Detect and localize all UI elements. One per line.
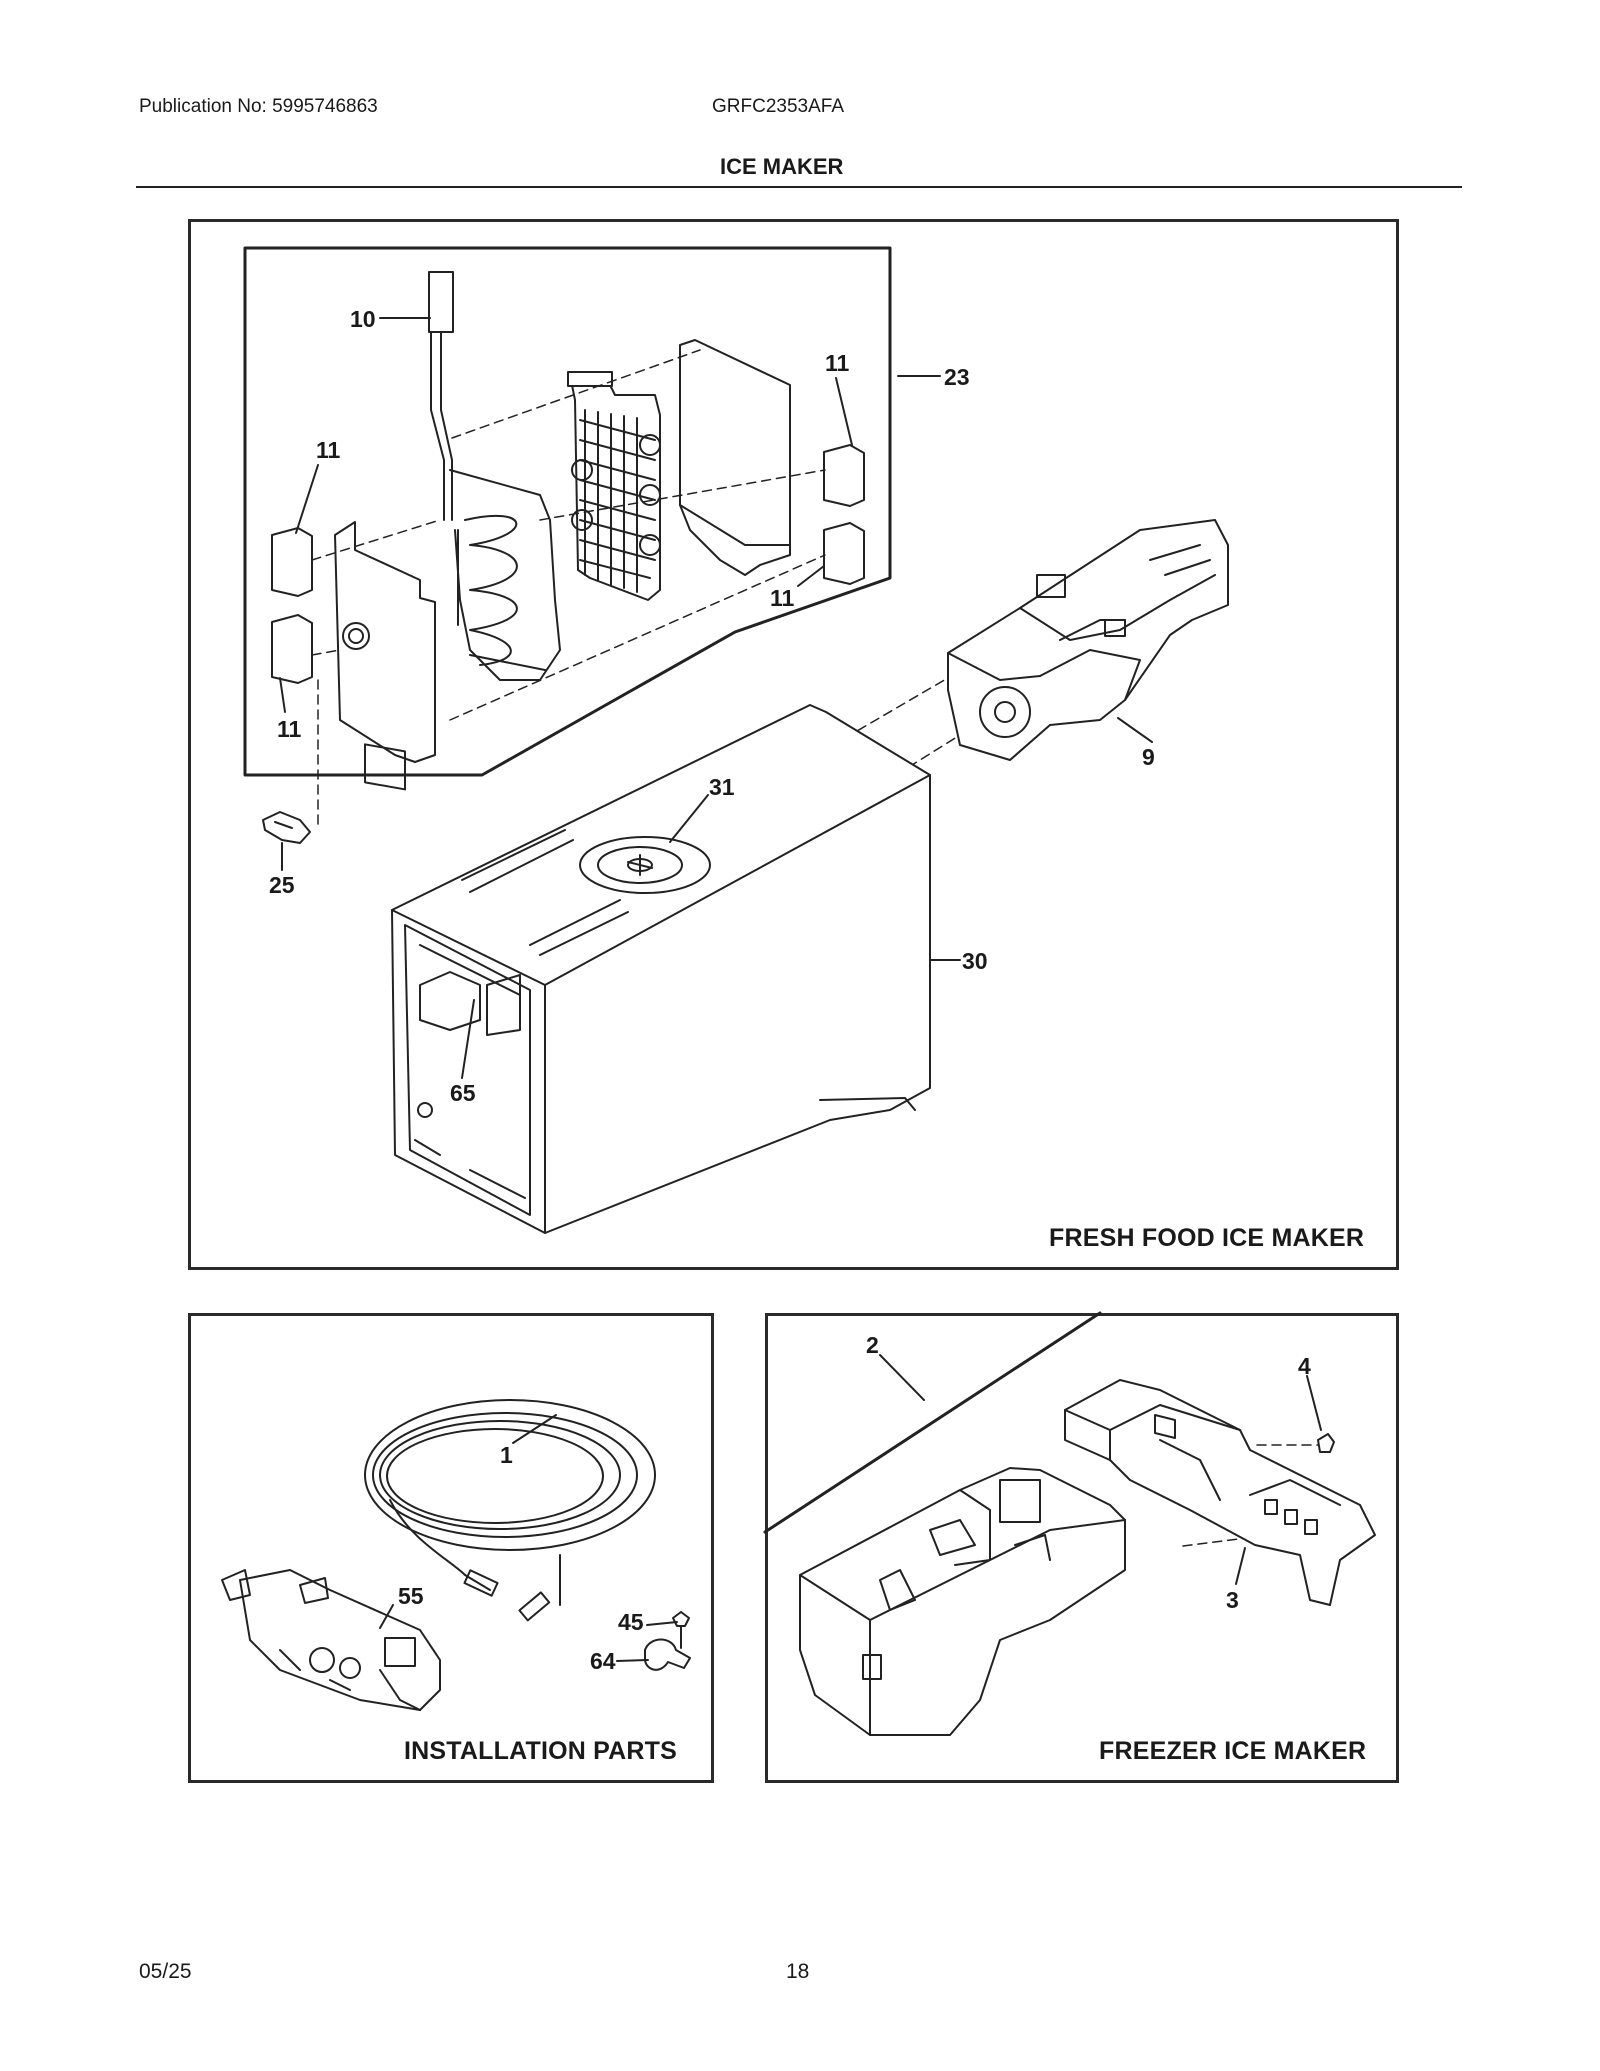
freezer-panel [765,1313,1399,1783]
callout-11c: 11 [770,585,795,611]
part-45-screw [672,1611,690,1649]
leader-31 [669,794,709,843]
callout-55: 55 [398,1583,424,1609]
callout-25: 25 [269,872,295,898]
leader-3 [1235,1547,1246,1585]
leader-65 [461,999,475,1079]
part-1-water-tube [364,1399,656,1622]
part-25-clip [262,811,311,844]
callout-65: 65 [450,1080,476,1106]
part-11-pads [271,444,865,684]
callout-3: 3 [1226,1587,1239,1613]
header-divider [136,186,1462,188]
part-9-ice-maker-module [947,519,1229,761]
part-back-cover [679,339,791,576]
footer-page-number: 18 [786,1960,810,1983]
leader-9 [1117,717,1153,743]
part-55-water-valve [221,1569,441,1711]
leader-4 [1306,1375,1322,1431]
part-evaporator-core [567,371,661,601]
callout-64: 64 [590,1648,616,1674]
callout-4: 4 [1298,1353,1311,1379]
callout-23: 23 [944,364,970,390]
callout-10: 10 [350,306,376,332]
part-2-freezer-housing [799,1467,1126,1736]
leader-2 [879,1354,925,1401]
fresh-food-panel [188,219,1399,1270]
callout-45: 45 [618,1609,644,1635]
part-30-ice-compartment [391,704,931,1234]
callout-1: 1 [500,1442,513,1468]
leader-11b [835,377,853,446]
part-31-funnel [579,836,711,894]
callout-9: 9 [1142,744,1155,770]
callout-11d: 11 [277,716,302,742]
callout-2: 2 [866,1332,879,1358]
leader-11d [279,677,286,713]
callout-30: 30 [962,948,988,974]
leader-11a [295,464,319,534]
footer-date: 05/25 [139,1960,192,1983]
leader-45 [646,1621,678,1626]
part-front-cover [334,521,436,791]
part-10-evaporator-tube [428,271,561,681]
publication-number: Publication No: 5995746863 [139,96,378,117]
leader-64 [616,1659,649,1662]
leader-55 [379,1604,394,1629]
leader-11c [797,565,825,587]
subassembly-23-outline [243,246,892,777]
callout-31: 31 [709,774,735,800]
part-64-clamp [644,1638,691,1671]
page-title: ICE MAKER [720,154,844,179]
installation-panel [188,1313,714,1783]
part-3-cover [1064,1379,1376,1606]
part-4-screw [1317,1433,1335,1453]
fresh-food-panel-title: FRESH FOOD ICE MAKER [1049,1224,1365,1252]
freezer-panel-title: FREEZER ICE MAKER [1099,1737,1367,1765]
model-number: GRFC2353AFA [712,96,844,117]
freezer-panel-inset-outline [763,1311,1102,1534]
callout-11a: 11 [316,437,341,463]
leader-1 [512,1414,557,1444]
callout-11b: 11 [825,350,850,376]
installation-panel-title: INSTALLATION PARTS [404,1737,678,1765]
